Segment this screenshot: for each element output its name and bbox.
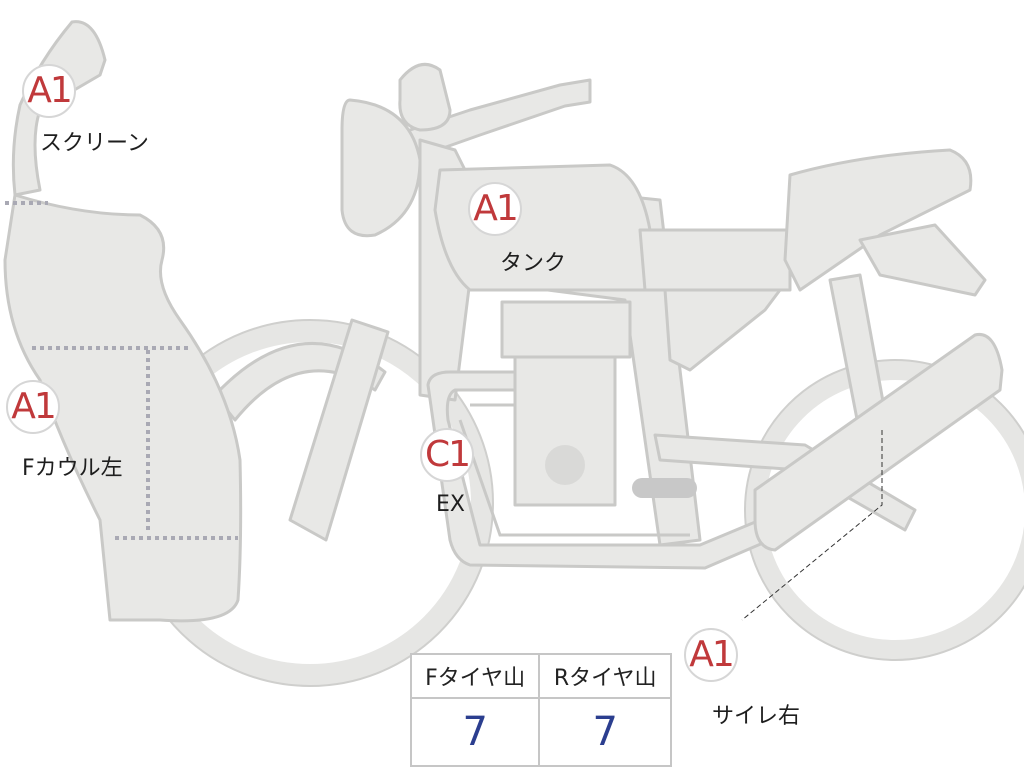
front-tire-value: 7 [409, 697, 541, 767]
rear-tire-value: 7 [538, 697, 672, 767]
grade-badge-ex: C1 [420, 428, 474, 482]
grade-badge-silencer: A1 [684, 628, 738, 682]
exhaust-pipe [426, 370, 772, 570]
headlight [340, 98, 422, 238]
seat-front [638, 228, 792, 292]
grade-badge-screen: A1 [22, 64, 76, 118]
footpeg [632, 478, 697, 498]
part-label-tank: タンク [500, 251, 567, 276]
engine-cover [545, 445, 585, 485]
muffler-leader [741, 430, 883, 621]
part-label-silencer: サイレ右 [712, 704, 801, 729]
muffler [753, 332, 1004, 552]
side-cover [663, 288, 782, 372]
front-fork [288, 318, 390, 542]
mirror [398, 62, 452, 132]
swingarm [653, 433, 917, 532]
rear-tire-header: Rタイヤ山 [538, 653, 672, 699]
engine-top [500, 300, 632, 359]
front-tire-header: Fタイヤ山 [409, 653, 541, 699]
part-label-ex: EX [436, 492, 465, 517]
grade-badge-f-cowl: A1 [6, 380, 60, 434]
seat [783, 148, 973, 292]
part-label-f-cowl: Fカウル左 [22, 456, 123, 481]
grade-badge-tank: A1 [468, 182, 522, 236]
tire-tread-table: Fタイヤ山 Rタイヤ山 7 7 [409, 653, 672, 767]
tail-cowl [858, 223, 987, 297]
engine-block [513, 355, 617, 507]
rear-wheel-outline [744, 359, 1024, 661]
part-label-screen: スクリーン [40, 131, 149, 156]
